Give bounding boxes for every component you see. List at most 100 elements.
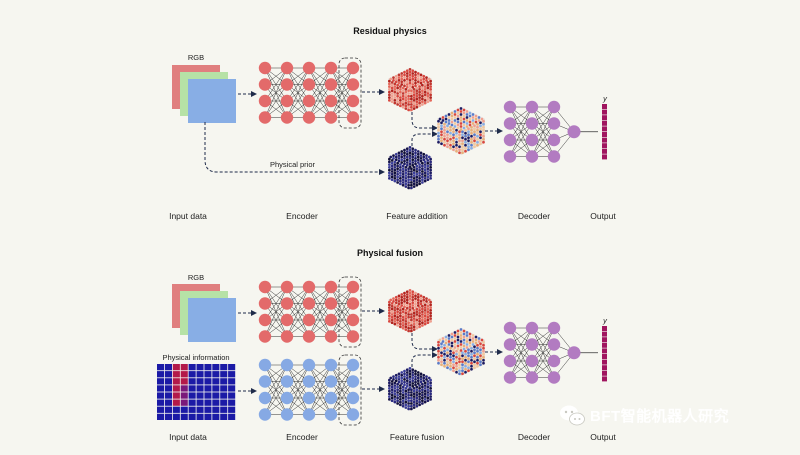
encoder-node	[346, 313, 360, 327]
cube-dot	[393, 90, 397, 94]
cube-dot	[450, 117, 454, 121]
cube-dot	[410, 172, 413, 176]
phys-grid-cell	[157, 385, 165, 392]
cube-dot	[421, 402, 424, 405]
cube-dot	[410, 324, 413, 327]
phys-grid-cell	[188, 392, 196, 399]
top-rgb-blue-layer	[188, 79, 236, 123]
cube-dot	[408, 148, 412, 152]
cube-dot	[456, 332, 460, 336]
cube-dot	[429, 384, 432, 387]
cube-dot	[421, 83, 424, 87]
cube-dot	[407, 388, 410, 392]
cube-dot	[479, 133, 482, 137]
output-cell	[602, 154, 607, 160]
cube-dot	[393, 93, 397, 97]
cube-dot	[399, 174, 402, 177]
cube-dot	[390, 86, 394, 90]
cube-dot	[419, 79, 423, 82]
cube-dot	[404, 322, 408, 326]
cube-dot	[429, 317, 432, 320]
cube-dot	[461, 372, 464, 376]
output-cell	[602, 137, 607, 143]
cube-dot	[410, 388, 413, 392]
cube-dot	[423, 400, 427, 404]
cube-right-face	[410, 378, 432, 411]
cube-dot	[416, 293, 420, 296]
cube-dot	[458, 151, 461, 155]
cube-dot	[429, 98, 432, 102]
cube-dot	[404, 171, 408, 175]
encoder-connection	[330, 303, 354, 337]
cube-dot	[418, 168, 421, 172]
physical-information-grid	[157, 364, 236, 420]
cube-dot	[455, 140, 458, 144]
phys-grid-cell	[196, 385, 204, 392]
cube-dot	[388, 306, 391, 309]
encoder-node	[302, 375, 316, 388]
cube-dot	[471, 113, 475, 116]
cube-dot	[462, 111, 466, 115]
cube-dot	[414, 383, 417, 387]
cube-dot	[426, 83, 430, 87]
cube-dot	[412, 322, 416, 326]
encoder-node	[302, 61, 316, 75]
cube-dot	[410, 329, 413, 333]
cube-dot	[419, 157, 423, 160]
cube-dot	[410, 103, 413, 106]
cube-dot	[400, 150, 404, 153]
encoder-node	[324, 408, 338, 421]
cube-dot	[429, 96, 432, 99]
cube-dot	[461, 139, 464, 143]
cube-dot	[403, 73, 406, 77]
cube-dot	[414, 73, 417, 77]
cube-dot	[388, 98, 391, 102]
cube-dot	[467, 366, 470, 370]
cube-dot	[449, 355, 452, 359]
cube-dot	[459, 346, 463, 349]
cube-dot	[479, 348, 482, 352]
cube-dot	[423, 303, 427, 307]
cube-dot	[415, 92, 419, 95]
cube-dot	[461, 145, 464, 149]
cube-dot	[393, 176, 397, 180]
cube-dot	[405, 155, 409, 159]
cube-dot	[390, 89, 394, 93]
cube-dot	[416, 371, 420, 374]
cube-dot	[412, 389, 416, 393]
cube-dot	[429, 381, 432, 385]
cube-dot	[410, 181, 413, 184]
cube-dot	[482, 137, 485, 141]
phys-grid-cell	[172, 371, 180, 378]
cube-dot	[421, 175, 424, 179]
encoder-connection	[308, 364, 332, 415]
phys-grid-cell	[180, 385, 188, 392]
cube-dot	[414, 76, 417, 79]
cube-dot	[390, 391, 394, 394]
cube-dot	[418, 101, 421, 105]
cube-dot	[390, 83, 394, 87]
cube-dot	[415, 164, 419, 168]
cube-dot	[437, 346, 440, 350]
cube-dot	[401, 183, 405, 187]
cube-dot	[459, 125, 463, 128]
cube-dot	[412, 308, 416, 312]
cube-dot	[410, 89, 413, 93]
encoder-node	[302, 358, 316, 372]
cube-dot	[396, 393, 399, 397]
cube-dot	[405, 368, 409, 372]
cube-dot	[473, 360, 476, 364]
phys-grid-cell	[196, 406, 204, 413]
cube-dot	[404, 90, 408, 94]
cube-dot	[415, 175, 419, 179]
cube-dot	[401, 170, 405, 173]
cube-dot	[414, 294, 417, 298]
cube-dot	[401, 181, 405, 184]
phys-grid-cell	[204, 406, 212, 413]
cube-dot	[394, 80, 398, 84]
cube-dot	[429, 163, 432, 166]
cube-dot	[453, 125, 457, 128]
cube-dot	[404, 165, 408, 169]
cube-dot	[407, 326, 410, 330]
cube-dot	[393, 319, 397, 323]
